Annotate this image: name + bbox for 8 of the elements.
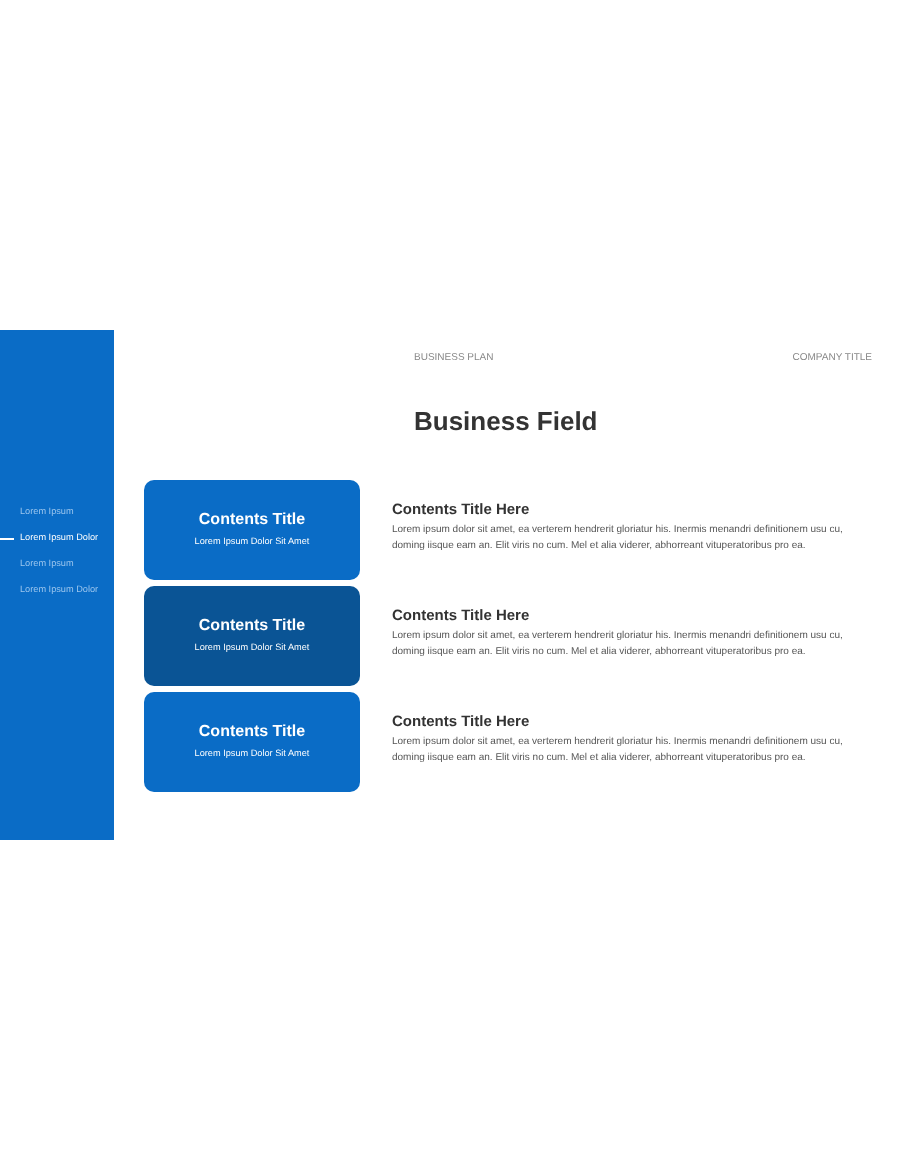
slide-title: Business Field (414, 406, 598, 436)
card-title: Contents Title (196, 722, 308, 740)
card-title: Contents Title (196, 510, 308, 528)
content-card (144, 692, 360, 792)
sidebar-panel (0, 330, 114, 840)
content-card (144, 480, 360, 580)
card-title: Contents Title (196, 616, 308, 634)
content-card (144, 586, 360, 686)
